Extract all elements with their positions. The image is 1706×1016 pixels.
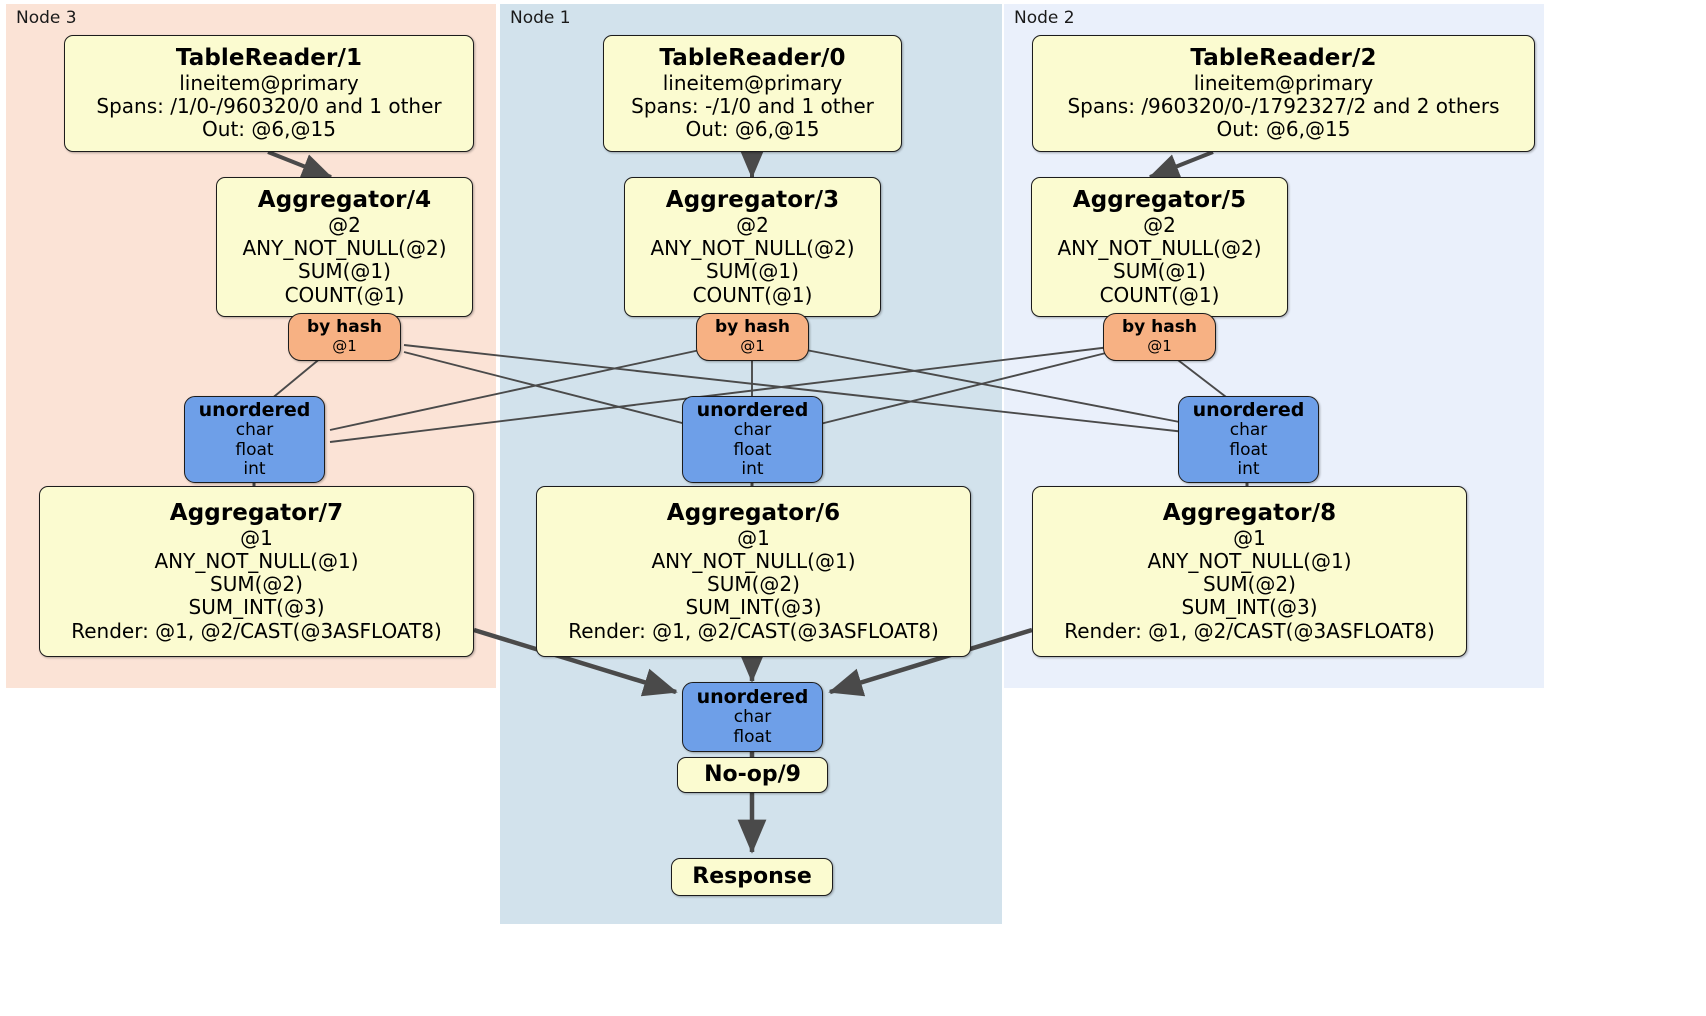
processor-aggregator-4[interactable]: Aggregator/4 @2 ANY_NOT_NULL(@2) SUM(@1)… [216,177,473,317]
synchronizer-unordered-7[interactable]: unordered char float int [184,396,325,483]
router-column: @1 [740,337,765,356]
processor-aggregator-5[interactable]: Aggregator/5 @2 ANY_NOT_NULL(@2) SUM(@1)… [1031,177,1288,317]
processor-aggregator-3[interactable]: Aggregator/3 @2 ANY_NOT_NULL(@2) SUM(@1)… [624,177,881,317]
processor-agg-2: COUNT(@1) [692,282,813,307]
processor-out: Out: @6,@15 [685,117,820,142]
processor-group: @1 [240,525,273,550]
processor-title: Aggregator/5 [1072,187,1247,214]
processor-spans: Spans: /1/0-/960320/0 and 1 other [96,94,442,119]
processor-agg-2: COUNT(@1) [1099,282,1220,307]
synchronizer-unordered-final[interactable]: unordered char float [682,682,823,752]
processor-group: @1 [1233,525,1266,550]
processor-response[interactable]: Response [671,858,833,896]
processor-aggregator-8[interactable]: Aggregator/8 @1 ANY_NOT_NULL(@1) SUM(@2)… [1032,486,1467,657]
processor-agg-1: SUM(@1) [298,259,391,284]
synchronizer-unordered-8[interactable]: unordered char float int [1178,396,1319,483]
processor-title: Aggregator/6 [666,500,841,527]
processor-aggregator-6[interactable]: Aggregator/6 @1 ANY_NOT_NULL(@1) SUM(@2)… [536,486,971,657]
processor-title: No-op/9 [704,762,801,788]
processor-agg-0: ANY_NOT_NULL(@2) [242,236,447,261]
processor-agg-2: COUNT(@1) [284,282,405,307]
processor-group: @1 [737,525,770,550]
processor-table: lineitem@primary [1193,71,1374,96]
node-panel-label-node1: Node 1 [510,8,571,28]
router-column: @1 [332,337,357,356]
synchronizer-type-0: char [733,707,772,728]
synchronizer-title: unordered [696,398,809,421]
node-panel-label-node2: Node 2 [1014,8,1075,28]
processor-agg-2: SUM_INT(@3) [1181,595,1318,620]
synchronizer-unordered-6[interactable]: unordered char float int [682,396,823,483]
node-panel-label-node3: Node 3 [16,8,77,28]
processor-table: lineitem@primary [179,71,359,96]
synchronizer-type-0: char [733,419,772,440]
processor-render: Render: @1, @2/CAST(@3ASFLOAT8) [71,618,442,643]
synchronizer-type-0: char [235,419,274,440]
processor-group: @2 [1143,212,1176,237]
processor-agg-0: ANY_NOT_NULL(@1) [651,549,856,574]
processor-agg-0: ANY_NOT_NULL(@1) [154,549,359,574]
router-by-hash-3[interactable]: by hash @1 [696,313,809,361]
processor-table: lineitem@primary [662,71,843,96]
processor-agg-0: ANY_NOT_NULL(@2) [650,236,855,261]
processor-title: Aggregator/7 [169,500,344,527]
processor-title: Response [692,864,812,890]
processor-agg-1: SUM(@2) [210,572,303,597]
processor-title: Aggregator/8 [1162,500,1337,527]
processor-aggregator-7[interactable]: Aggregator/7 @1 ANY_NOT_NULL(@1) SUM(@2)… [39,486,474,657]
synchronizer-title: unordered [1192,398,1305,421]
synchronizer-type-1: float [733,439,772,460]
router-column: @1 [1147,337,1172,356]
processor-group: @2 [736,212,769,237]
router-by-hash-5[interactable]: by hash @1 [1103,313,1216,361]
synchronizer-type-1: float [733,727,772,748]
synchronizer-title: unordered [696,686,809,709]
processor-title: Aggregator/3 [665,187,840,214]
processor-noop-9[interactable]: No-op/9 [677,757,828,793]
processor-title: TableReader/1 [175,45,363,72]
synchronizer-type-2: int [243,459,266,480]
processor-spans: Spans: -/1/0 and 1 other [631,94,874,119]
router-title: by hash [715,317,790,338]
processor-out: Out: @6,@15 [202,117,336,142]
processor-agg-0: ANY_NOT_NULL(@1) [1147,549,1352,574]
processor-agg-1: SUM(@2) [707,572,800,597]
router-title: by hash [1122,317,1197,338]
processor-title: TableReader/0 [659,45,846,72]
processor-group: @2 [328,212,361,237]
processor-tablereader-1[interactable]: TableReader/1 lineitem@primary Spans: /1… [64,35,474,152]
router-by-hash-4[interactable]: by hash @1 [288,313,401,361]
processor-out: Out: @6,@15 [1216,117,1351,142]
synchronizer-type-2: int [741,459,764,480]
processor-render: Render: @1, @2/CAST(@3ASFLOAT8) [568,618,939,643]
router-title: by hash [307,317,382,338]
processor-spans: Spans: /960320/0-/1792327/2 and 2 others [1067,94,1500,119]
processor-agg-0: ANY_NOT_NULL(@2) [1057,236,1262,261]
processor-agg-1: SUM(@2) [1203,572,1296,597]
synchronizer-type-1: float [1229,439,1268,460]
processor-agg-1: SUM(@1) [1113,259,1206,284]
processor-agg-2: SUM_INT(@3) [685,595,822,620]
processor-agg-2: SUM_INT(@3) [188,595,325,620]
synchronizer-type-0: char [1229,419,1268,440]
synchronizer-title: unordered [198,398,311,421]
processor-tablereader-2[interactable]: TableReader/2 lineitem@primary Spans: /9… [1032,35,1535,152]
processor-title: Aggregator/4 [257,187,432,214]
synchronizer-type-1: float [235,439,274,460]
synchronizer-type-2: int [1237,459,1260,480]
processor-render: Render: @1, @2/CAST(@3ASFLOAT8) [1064,618,1435,643]
processor-title: TableReader/2 [1190,45,1377,72]
processor-agg-1: SUM(@1) [706,259,799,284]
processor-tablereader-0[interactable]: TableReader/0 lineitem@primary Spans: -/… [603,35,902,152]
